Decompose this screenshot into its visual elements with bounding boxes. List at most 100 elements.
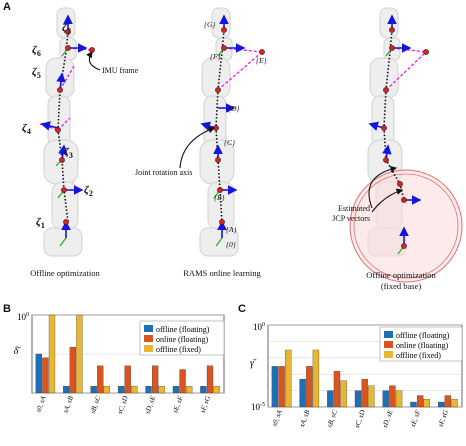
chart-b-svg: 100 δ̄ s0, sA sA, sB sB, sC sC, sD sD, sE sE, s… — [14, 312, 225, 415]
bar — [333, 371, 341, 408]
chart-b: 100 δ̄ s0, sA sA, sB sB, sC sC, sD sD, sE sE, s… — [0, 305, 230, 446]
kinematic-chain-2 — [200, 14, 265, 247]
bar — [124, 365, 131, 394]
x-tick-label: sC, sD — [353, 409, 367, 429]
y-tick-label: 100 — [253, 322, 265, 332]
legend-swatch — [384, 341, 393, 348]
zeta-label: ζ4 — [22, 122, 31, 137]
bar — [131, 385, 138, 394]
jcp-leader-2 — [371, 188, 404, 213]
legend-label: offline (fixed) — [156, 345, 201, 354]
legend: offline (floating)online (floating)offli… — [139, 320, 225, 356]
bar — [103, 385, 110, 394]
bar — [285, 349, 292, 408]
bar — [145, 385, 152, 394]
bar — [278, 366, 285, 408]
bar — [48, 314, 56, 394]
caption-fixed-line2: (fixed base) — [380, 281, 422, 291]
bar — [312, 349, 320, 408]
bar — [69, 346, 76, 394]
x-tick-label: sE, sF — [409, 408, 423, 428]
zeta-label: ζ6 — [32, 44, 41, 59]
legend-swatch — [144, 325, 153, 332]
x-tick-label: sA, sB — [298, 408, 312, 428]
panel-b-letter: B — [3, 303, 11, 315]
zeta-label: ζ5 — [32, 66, 41, 81]
bar — [213, 385, 220, 394]
frame-label: {E} — [256, 56, 267, 65]
jcp-leader-1 — [368, 165, 398, 209]
caption-offline: Offline optimization — [30, 268, 100, 278]
bar — [97, 365, 104, 394]
x-tick-label: sF, sG — [199, 395, 212, 414]
bar — [416, 395, 424, 408]
frame-label: {G} — [204, 20, 216, 29]
bar — [63, 385, 70, 394]
x-tick-label: sC, sD — [116, 395, 130, 415]
bar — [151, 365, 159, 394]
legend-label: offline (floating) — [156, 325, 210, 334]
jcp-callout-line2: JCP vectors — [332, 214, 370, 223]
legend-swatch — [144, 335, 153, 342]
x-tick-label: s0, sA — [34, 394, 47, 413]
frame-label: {B} — [214, 193, 225, 202]
bar — [438, 401, 445, 408]
legend-label: online (floating) — [156, 335, 209, 344]
x-tick-label: s0, sA — [270, 408, 283, 427]
bar — [206, 365, 214, 394]
bar — [382, 390, 389, 408]
bar — [395, 390, 403, 408]
frame-label: {0} — [226, 240, 236, 249]
bar — [423, 399, 430, 408]
y-tick-label: 10-5 — [251, 402, 265, 412]
y-tick-label: 100 — [17, 312, 29, 322]
joint-axis-callout: Joint rotation axis — [135, 168, 193, 177]
bar — [90, 385, 97, 394]
bar — [185, 385, 193, 394]
legend-swatch — [144, 345, 153, 352]
bar — [158, 385, 165, 394]
bar — [410, 401, 417, 408]
x-tick-label: sB, sC — [89, 395, 103, 415]
imu-frame-callout: IMU frame — [102, 66, 139, 75]
joint-axis-leader — [179, 126, 216, 169]
panel-a-letter: A — [3, 1, 11, 13]
legend-label: offline (floating) — [396, 331, 450, 340]
robot-silhouette-1 — [43, 7, 83, 257]
x-tick-label: sF, sG — [437, 409, 450, 428]
legend-swatch — [384, 351, 393, 358]
bar — [451, 399, 458, 408]
bar — [361, 378, 368, 408]
bar — [200, 385, 207, 394]
bar — [340, 380, 347, 408]
x-tick-label: sA, sB — [62, 394, 76, 414]
bar — [306, 366, 313, 408]
y-axis-label: γ̄ — [250, 358, 257, 369]
legend: offline (floating)online (floating)offli… — [379, 326, 463, 362]
x-tick-label: sD, sE — [144, 394, 158, 415]
zeta-label: ζ2 — [84, 184, 93, 199]
bar — [299, 378, 306, 408]
bar — [444, 395, 452, 408]
bar — [179, 369, 186, 394]
fixed-base-circle — [349, 169, 463, 283]
zeta-label: ζ7 — [62, 22, 71, 37]
legend-label: offline (fixed) — [396, 351, 441, 360]
caption-rams: RAMS online learning — [183, 268, 261, 278]
kinematic-chain-1 — [39, 14, 95, 247]
x-tick-label: sD, sE — [381, 408, 395, 429]
legend-swatch — [384, 331, 393, 338]
bar — [42, 357, 49, 394]
legend-label: online (floating) — [396, 341, 449, 350]
frame-label: {A} — [226, 225, 237, 234]
x-tick-label: sE, sF — [171, 394, 185, 414]
caption-fixed-line1: Offline optimization — [366, 270, 436, 280]
bar — [35, 353, 42, 394]
zeta-label: ζ3 — [64, 146, 73, 161]
imu-leader — [86, 51, 101, 71]
panel-c-letter: C — [238, 303, 246, 315]
bar — [172, 385, 180, 394]
y-axis-label: δ̄ — [14, 346, 22, 357]
